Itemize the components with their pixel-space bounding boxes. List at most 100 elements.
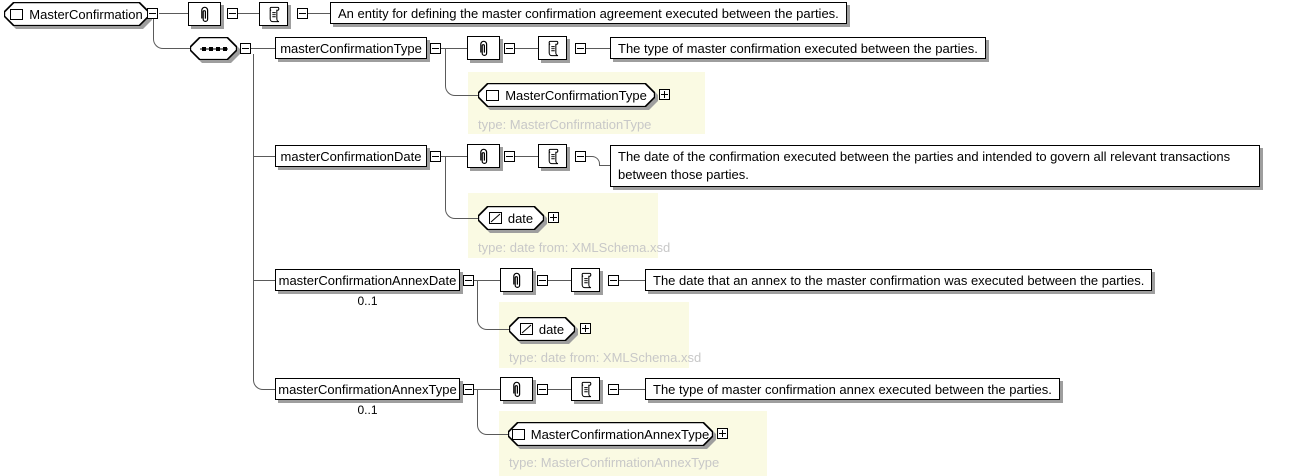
scroll-icon	[269, 6, 279, 22]
type-node-master-confirmation-annex-type[interactable]: MasterConfirmationAnnexType	[508, 422, 713, 446]
collapse-button[interactable]	[227, 8, 238, 19]
scroll-icon	[548, 40, 558, 56]
collapse-button[interactable]	[240, 43, 251, 54]
type-note: type: date from: XMLSchema.xsd	[478, 240, 671, 255]
attributes-box	[467, 144, 500, 168]
type-node-date[interactable]: date	[509, 317, 575, 341]
collapse-button[interactable]	[537, 384, 548, 395]
collapse-button[interactable]	[504, 43, 515, 54]
connector	[474, 280, 500, 281]
node-master-confirmation-annex-date[interactable]: masterConfirmationAnnexDate	[275, 269, 460, 291]
type-note: type: MasterConfirmationAnnexType	[509, 455, 720, 470]
element-label: masterConfirmationAnnexDate	[278, 272, 457, 288]
root-element-label: MasterConfirmation	[29, 6, 143, 22]
collapse-button[interactable]	[537, 275, 548, 286]
connector	[619, 280, 645, 281]
element-label: masterConfirmationDate	[280, 148, 422, 164]
attributes-box	[500, 377, 533, 401]
node-master-confirmation-annex-type[interactable]: masterConfirmationAnnexType	[275, 378, 460, 400]
type-node-date[interactable]: date	[478, 206, 544, 230]
collapse-button[interactable]	[297, 8, 308, 19]
connector-elbow	[477, 389, 508, 435]
connector-trunk	[253, 54, 254, 369]
type-note: type: date from: XMLSchema.xsd	[509, 350, 702, 365]
element-label: masterConfirmationType	[280, 40, 422, 56]
annotation-box	[538, 36, 567, 60]
node-master-confirmation-type[interactable]: masterConfirmationType	[275, 37, 427, 59]
expand-button[interactable]	[659, 89, 670, 100]
element-icon	[511, 428, 525, 440]
type-label: MasterConfirmationType	[505, 87, 647, 103]
paperclip-icon	[480, 40, 488, 56]
connector	[515, 48, 538, 49]
paperclip-icon	[513, 381, 521, 397]
connector	[515, 156, 538, 157]
annotation-box	[538, 144, 567, 168]
connector	[548, 389, 571, 390]
simple-type-icon	[519, 323, 533, 335]
element-label: masterConfirmationAnnexType	[278, 381, 457, 397]
collapse-button[interactable]	[575, 151, 586, 162]
connector	[619, 389, 645, 390]
expand-button[interactable]	[580, 323, 591, 334]
type-label: date	[507, 210, 534, 226]
sequence-compositor[interactable]	[190, 37, 237, 60]
connector-elbow	[445, 48, 478, 96]
paperclip-icon	[480, 148, 488, 164]
type-label: MasterConfirmationAnnexType	[530, 426, 710, 442]
scroll-icon	[581, 272, 591, 288]
connector	[586, 48, 610, 49]
connector	[308, 13, 330, 14]
scroll-icon	[548, 148, 558, 164]
collapse-button[interactable]	[575, 43, 586, 54]
annotation-text: An entity for defining the master confir…	[330, 2, 847, 24]
element-icon	[486, 89, 500, 101]
attributes-box	[188, 2, 221, 26]
attributes-box	[467, 36, 500, 60]
collapse-button[interactable]	[147, 8, 158, 19]
collapse-button[interactable]	[504, 151, 515, 162]
node-master-confirmation-date[interactable]: masterConfirmationDate	[275, 145, 427, 167]
annotation-box	[571, 268, 600, 292]
collapse-button[interactable]	[463, 275, 474, 286]
connector	[599, 165, 610, 166]
expand-button[interactable]	[548, 212, 559, 223]
connector	[159, 13, 188, 14]
collapse-button[interactable]	[430, 151, 441, 162]
collapse-button[interactable]	[463, 384, 474, 395]
sequence-dots-icon	[199, 46, 228, 51]
cardinality-label: 0..1	[357, 403, 378, 417]
simple-type-icon	[488, 212, 502, 224]
connector-elbow	[445, 156, 478, 219]
annotation-text: The type of master confirmation annex ex…	[645, 378, 1060, 400]
connector-elbow	[253, 369, 275, 390]
annotation-box	[259, 2, 288, 26]
collapse-button[interactable]	[608, 275, 619, 286]
type-note: type: MasterConfirmationType	[478, 117, 652, 132]
type-node-master-confirmation-type[interactable]: MasterConfirmationType	[478, 83, 655, 107]
annotation-box	[571, 377, 600, 401]
collapse-button[interactable]	[608, 384, 619, 395]
connector	[474, 389, 500, 390]
annotation-text: The type of master confirmation executed…	[610, 37, 986, 59]
scroll-icon	[581, 381, 591, 397]
paperclip-icon	[201, 6, 209, 22]
connector-elbow	[586, 156, 600, 166]
type-label: date	[538, 321, 565, 337]
connector-elbow	[153, 19, 190, 49]
annotation-text: The date of the confirmation executed be…	[610, 145, 1260, 187]
node-master-confirmation[interactable]: MasterConfirmation	[4, 2, 149, 26]
element-icon	[10, 8, 24, 20]
connector	[251, 48, 275, 49]
connector-elbow	[477, 280, 510, 330]
annotation-text: The date that an annex to the master con…	[645, 269, 1153, 291]
collapse-button[interactable]	[430, 43, 441, 54]
connector	[238, 13, 259, 14]
connector	[254, 280, 275, 281]
paperclip-icon	[513, 272, 521, 288]
connector	[254, 156, 275, 157]
attributes-box	[500, 268, 533, 292]
connector	[548, 280, 571, 281]
expand-button[interactable]	[717, 428, 728, 439]
